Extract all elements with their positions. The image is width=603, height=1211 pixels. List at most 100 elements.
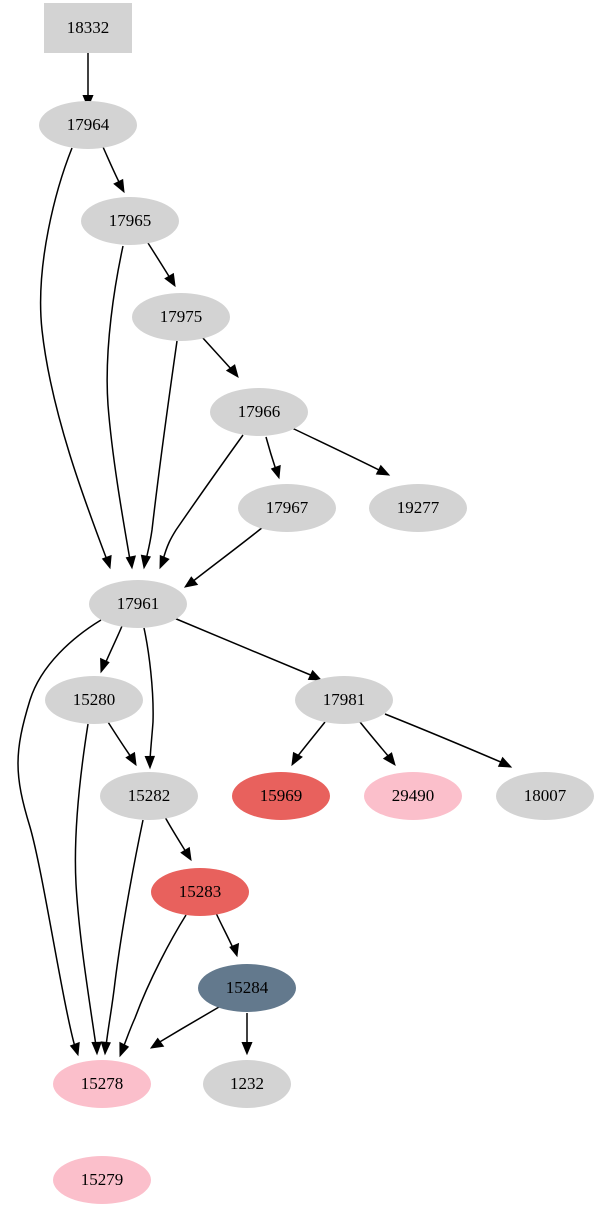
edge-line	[105, 819, 144, 1047]
arrowhead-icon	[307, 669, 323, 681]
arrowhead-icon	[119, 1041, 130, 1058]
graph-edge	[265, 436, 281, 480]
graph-node[interactable]: 1232	[203, 1060, 291, 1108]
edge-line	[122, 914, 187, 1049]
node-ellipse-shape[interactable]	[210, 388, 308, 436]
graph-node[interactable]: 15284	[198, 964, 296, 1012]
node-ellipse-shape[interactable]	[132, 293, 230, 341]
arrowhead-icon	[241, 1042, 253, 1056]
graph-edge	[140, 340, 178, 570]
graph-edge	[147, 242, 176, 288]
edge-line	[191, 526, 264, 583]
arrowhead-icon	[69, 1041, 80, 1057]
node-ellipse-shape[interactable]	[45, 676, 143, 724]
graph-edge	[106, 245, 136, 570]
edge-line	[107, 721, 132, 758]
edge-line	[106, 245, 131, 561]
arrowhead-icon	[291, 751, 303, 767]
edge-line	[296, 721, 326, 758]
graph-node[interactable]: 18007	[496, 772, 594, 820]
node-ellipse-shape[interactable]	[198, 964, 296, 1012]
graph-edge	[183, 526, 264, 588]
arrowhead-icon	[497, 756, 513, 768]
arrowhead-icon	[125, 751, 137, 767]
graph-node[interactable]: 15969	[232, 772, 330, 820]
edge-line	[384, 713, 504, 764]
edge-line	[17, 619, 102, 1048]
edge-line	[215, 912, 234, 949]
graph-node[interactable]: 15278	[53, 1060, 151, 1108]
graph-node[interactable]: 29490	[364, 772, 462, 820]
graph-node[interactable]: 17981	[295, 676, 393, 724]
arrowhead-icon	[229, 942, 240, 958]
graph-node[interactable]: 17966	[210, 388, 308, 436]
graph-node[interactable]: 15282	[100, 772, 198, 820]
graph-edge	[215, 912, 240, 958]
edge-line	[265, 436, 277, 471]
graph-node[interactable]: 15279	[53, 1156, 151, 1204]
node-ellipse-shape[interactable]	[364, 772, 462, 820]
node-ellipse-shape[interactable]	[53, 1156, 151, 1204]
edges-layer	[17, 52, 513, 1058]
graph-node[interactable]: 15283	[151, 868, 249, 916]
graph-edge	[39, 147, 112, 570]
arrowhead-icon	[164, 272, 176, 288]
arrowhead-icon	[270, 464, 281, 480]
graph-edge	[291, 427, 391, 476]
node-ellipse-shape[interactable]	[203, 1060, 291, 1108]
node-ellipse-shape[interactable]	[81, 197, 179, 245]
node-ellipse-shape[interactable]	[238, 484, 336, 532]
graph-edge	[143, 627, 156, 770]
graph-node[interactable]: 17964	[39, 101, 137, 149]
node-ellipse-shape[interactable]	[89, 580, 187, 628]
graph-node[interactable]: 15280	[45, 676, 143, 724]
node-ellipse-shape[interactable]	[39, 101, 137, 149]
edge-line	[147, 242, 171, 279]
arrowhead-icon	[125, 555, 136, 570]
edge-line	[173, 617, 314, 677]
arrowhead-icon	[100, 657, 110, 674]
graph-edge	[100, 819, 144, 1056]
node-ellipse-shape[interactable]	[369, 484, 467, 532]
graph-node[interactable]: 19277	[369, 484, 467, 532]
edge-line	[162, 434, 244, 561]
graph-node[interactable]: 17965	[81, 197, 179, 245]
arrowhead-icon	[101, 554, 112, 570]
arrowhead-icon	[225, 364, 239, 379]
arrowhead-icon	[375, 464, 391, 476]
graph-edge	[241, 1013, 253, 1056]
node-ellipse-shape[interactable]	[496, 772, 594, 820]
arrowhead-icon	[144, 755, 156, 770]
edge-line	[145, 340, 178, 561]
edge-line	[291, 427, 382, 472]
arrowhead-icon	[91, 1041, 102, 1056]
edge-line	[359, 721, 390, 758]
graph-edge	[119, 914, 187, 1058]
node-ellipse-shape[interactable]	[151, 868, 249, 916]
graph-edge	[149, 1006, 220, 1049]
node-box-shape[interactable]	[44, 3, 132, 53]
graph-edge	[164, 816, 192, 862]
edge-line	[39, 147, 108, 561]
node-ellipse-shape[interactable]	[100, 772, 198, 820]
arrowhead-icon	[113, 178, 125, 194]
node-ellipse-shape[interactable]	[232, 772, 330, 820]
edge-line	[102, 146, 121, 185]
node-ellipse-shape[interactable]	[295, 676, 393, 724]
graph-edge	[159, 434, 244, 570]
graph-node[interactable]: 17975	[132, 293, 230, 341]
graph-edge	[100, 625, 123, 674]
graph-edge	[201, 336, 239, 379]
graph-edge	[173, 617, 323, 681]
edge-line	[143, 627, 154, 761]
node-ellipse-shape[interactable]	[53, 1060, 151, 1108]
graph-edge	[359, 721, 396, 767]
edge-line	[201, 336, 233, 371]
arrowhead-icon	[140, 554, 151, 570]
graph-node[interactable]: 17961	[89, 580, 187, 628]
graph-node[interactable]: 18332	[44, 3, 132, 53]
graph-edge	[82, 52, 94, 109]
graph-node[interactable]: 17967	[238, 484, 336, 532]
